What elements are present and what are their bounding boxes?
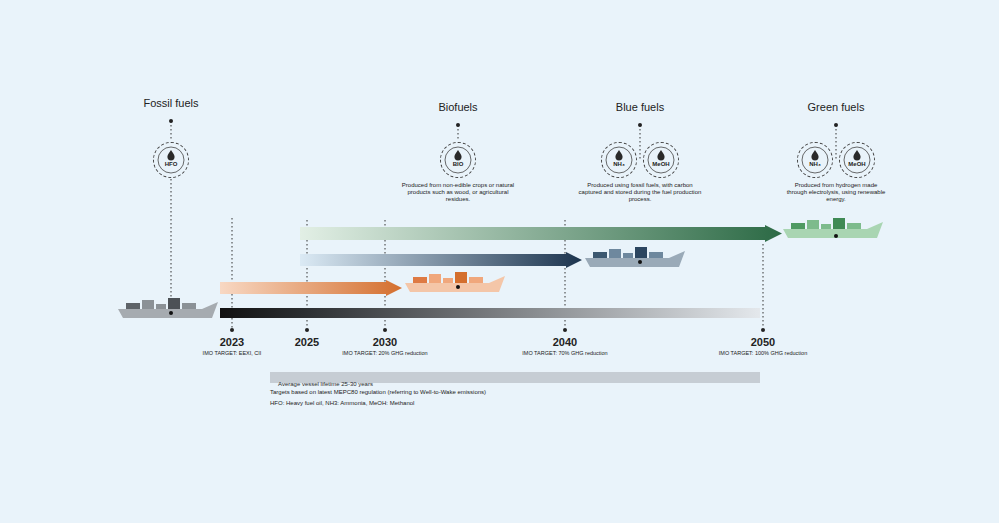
fuel-code: NH₃ bbox=[798, 161, 832, 168]
fuel-code: MeOH bbox=[840, 161, 874, 168]
leader-dots bbox=[169, 119, 838, 127]
fuel-code: MeOH bbox=[644, 161, 678, 168]
fuel-icon: NH₃ bbox=[601, 142, 637, 178]
year-label: 2023 bbox=[207, 336, 257, 349]
category-description: Produced from hydrogen made through elec… bbox=[786, 182, 886, 204]
year-label: 2030 bbox=[360, 336, 410, 349]
drop-symbol bbox=[602, 143, 636, 177]
category-heading: Green fuels bbox=[791, 101, 881, 114]
drop-symbol bbox=[154, 143, 188, 177]
year-label: 2040 bbox=[540, 336, 590, 349]
category-heading: Fossil fuels bbox=[126, 97, 216, 110]
drop-symbol bbox=[441, 143, 475, 177]
imo-target: IMO TARGET: 20% GHG reduction bbox=[325, 350, 445, 357]
imo-target: IMO TARGET: 100% GHG reduction bbox=[701, 350, 825, 357]
fuel-icon: MeOH bbox=[643, 142, 679, 178]
green-fuel-ship bbox=[783, 218, 883, 238]
drop-symbol bbox=[798, 143, 832, 177]
blue-fuel-arrow bbox=[300, 252, 582, 268]
category-heading: Blue fuels bbox=[595, 101, 685, 114]
fuel-icon: NH₃ bbox=[797, 142, 833, 178]
year-label: 2025 bbox=[282, 336, 332, 349]
green-fuel-arrow bbox=[300, 225, 782, 242]
imo-target: IMO TARGET: EEXI, CII bbox=[187, 350, 277, 357]
fossil-fuel-bar bbox=[220, 308, 760, 318]
fuel-code: NH₃ bbox=[602, 161, 636, 168]
fuel-icon: MeOH bbox=[839, 142, 875, 178]
fossil-ship bbox=[118, 298, 218, 318]
drop-symbol bbox=[644, 143, 678, 177]
fuel-code: BIO bbox=[441, 161, 475, 168]
leader-lines bbox=[171, 121, 836, 311]
year-dots bbox=[230, 328, 765, 332]
footnote: Targets based on latest MEPC80 regulatio… bbox=[270, 389, 486, 396]
fuel-code: HFO bbox=[154, 161, 188, 168]
fuel-icon: BIO bbox=[440, 142, 476, 178]
band-text: Average vessel lifetime 25-30 years bbox=[270, 379, 381, 390]
category-description: Produced from non-edible crops or natura… bbox=[399, 182, 517, 204]
fuel-icon: HFO bbox=[153, 142, 189, 178]
blue-fuel-ship bbox=[585, 247, 685, 267]
drop-symbol bbox=[840, 143, 874, 177]
biofuel-ship bbox=[405, 272, 505, 292]
biofuel-arrow bbox=[220, 280, 402, 296]
imo-target: IMO TARGET: 70% GHG reduction bbox=[505, 350, 625, 357]
year-label: 2050 bbox=[738, 336, 788, 349]
lifetime-band: Average vessel lifetime 25-30 years bbox=[270, 372, 760, 383]
category-description: Produced using fossil fuels, with carbon… bbox=[578, 182, 702, 204]
category-heading: Biofuels bbox=[413, 101, 503, 114]
footnote: HFO: Heavy fuel oil, NH3: Ammonia, MeOH:… bbox=[270, 400, 414, 407]
